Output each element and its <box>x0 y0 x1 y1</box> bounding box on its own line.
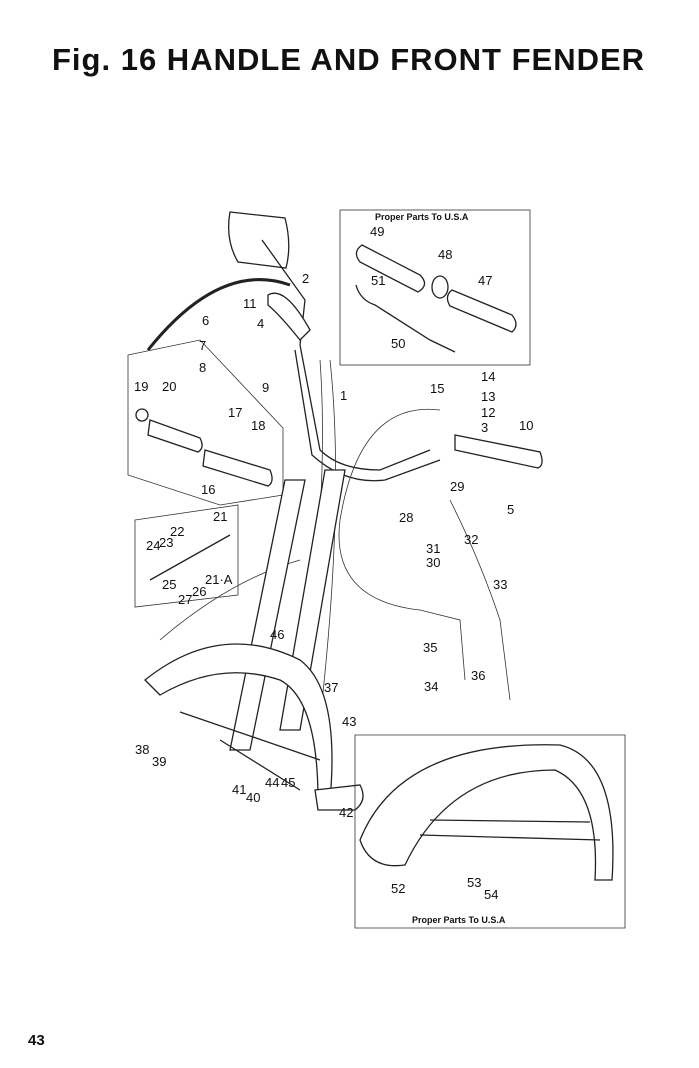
throttle-pipe <box>446 289 517 333</box>
callout-36: 36 <box>471 668 485 683</box>
callout-5: 5 <box>507 502 514 517</box>
callout-35: 35 <box>423 640 437 655</box>
callout-41: 41 <box>232 782 246 797</box>
callout-16: 16 <box>201 482 215 497</box>
callout-7: 7 <box>199 338 206 353</box>
callout-43: 43 <box>342 714 356 729</box>
grip-rubber <box>355 244 426 293</box>
callout-8: 8 <box>199 360 206 375</box>
throttle-cable <box>338 408 466 681</box>
inset-clutch-cable <box>134 504 239 608</box>
inset-frame <box>354 734 626 929</box>
callout-48: 48 <box>438 247 452 262</box>
mirror <box>227 211 290 269</box>
fork-assembly <box>144 469 364 811</box>
callout-54: 54 <box>484 887 498 902</box>
inset-caption: Proper Parts To U.S.A <box>412 915 506 925</box>
callout-11: 11 <box>243 296 257 311</box>
callout-51: 51 <box>371 273 385 288</box>
callout-38: 38 <box>135 742 149 757</box>
inset-usa-grip: Proper Parts To U.S.A <box>339 209 531 366</box>
callout-24: 24 <box>146 538 160 553</box>
handlebar <box>299 344 431 471</box>
callout-28: 28 <box>399 510 413 525</box>
callout-19: 19 <box>134 379 148 394</box>
clutch-cable <box>146 278 291 351</box>
callout-53: 53 <box>467 875 481 890</box>
grip-end <box>135 408 149 422</box>
fender-stay <box>179 711 321 791</box>
callout-45: 45 <box>281 775 295 790</box>
callout-6: 6 <box>202 313 209 328</box>
callout-2: 2 <box>302 271 309 286</box>
inset-frame <box>339 209 531 366</box>
handlebar-inner <box>294 349 441 482</box>
callout-29: 29 <box>450 479 464 494</box>
callout-23: 23 <box>159 535 173 550</box>
inset-left-grip <box>127 339 284 506</box>
callout-21A: 21·A <box>205 572 233 587</box>
page-number: 43 <box>28 1032 45 1049</box>
callout-14: 14 <box>481 369 495 384</box>
callout-21: 21 <box>213 509 227 524</box>
callout-47: 47 <box>478 273 492 288</box>
callout-31: 31 <box>426 541 440 556</box>
callout-32: 32 <box>464 532 478 547</box>
callout-13: 13 <box>481 389 495 404</box>
cable <box>149 534 231 581</box>
callout-34: 34 <box>424 679 438 694</box>
callout-52: 52 <box>391 881 405 896</box>
callout-1: 1 <box>340 388 347 403</box>
handlebar-assembly <box>146 211 543 721</box>
grip-pipe <box>202 449 273 487</box>
callout-49: 49 <box>370 224 384 239</box>
callout-9: 9 <box>262 380 269 395</box>
fender-usa <box>359 744 614 881</box>
inset-usa-fender: Proper Parts To U.S.A <box>354 734 626 929</box>
callout-27: 27 <box>178 592 192 607</box>
callout-44: 44 <box>265 775 279 790</box>
callout-33: 33 <box>493 577 507 592</box>
callout-17: 17 <box>228 405 242 420</box>
callout-15: 15 <box>430 381 444 396</box>
callout-18: 18 <box>251 418 265 433</box>
callout-4: 4 <box>257 316 264 331</box>
throttle-cable <box>355 284 456 353</box>
washer <box>431 275 449 299</box>
callout-50: 50 <box>391 336 405 351</box>
fender-stay <box>419 819 601 841</box>
callout-12: 12 <box>481 405 495 420</box>
callout-40: 40 <box>246 790 260 805</box>
callout-10: 10 <box>519 418 533 433</box>
callout-42: 42 <box>339 805 353 820</box>
callout-26: 26 <box>192 584 206 599</box>
callout-46: 46 <box>270 627 284 642</box>
callout-39: 39 <box>152 754 166 769</box>
callout-3: 3 <box>481 420 488 435</box>
callout-20: 20 <box>162 379 176 394</box>
callout-25: 25 <box>162 577 176 592</box>
grip <box>147 419 203 453</box>
brake-cable <box>449 499 511 701</box>
callout-37: 37 <box>324 680 338 695</box>
inset-caption: Proper Parts To U.S.A <box>375 212 469 222</box>
callout-22: 22 <box>170 524 184 539</box>
right-grip <box>454 434 543 469</box>
left-grip <box>267 292 311 341</box>
callout-30: 30 <box>426 555 440 570</box>
figure-title: Fig. 16 HANDLE AND FRONT FENDER <box>52 42 646 77</box>
